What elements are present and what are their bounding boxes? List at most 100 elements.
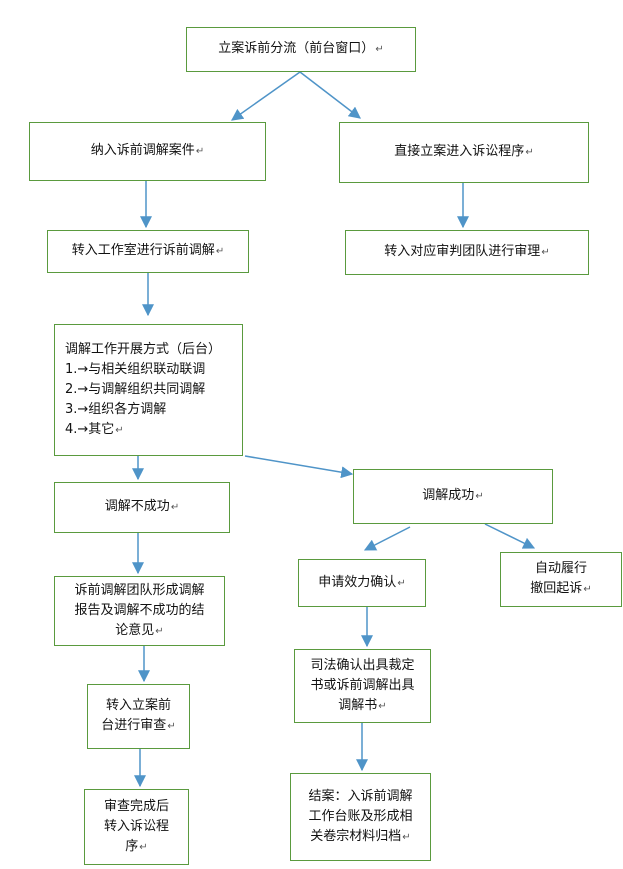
paragraph-mark: ↵ — [155, 625, 164, 637]
node-line-text: 调解成功 — [422, 488, 475, 503]
node-line: 报告及调解不成功的结 — [74, 601, 204, 621]
node-to-trial-team: 转入对应审判团队进行审理↵ — [345, 230, 589, 275]
node-line: 纳入诉前调解案件↵ — [91, 141, 204, 162]
node-line-text: 转入诉讼程 — [103, 818, 169, 834]
node-intake: 立案诉前分流（前台窗口）↵ — [186, 27, 416, 72]
node-line: 立案诉前分流（前台窗口）↵ — [218, 39, 383, 60]
node-line: 工作台账及形成相 — [308, 807, 412, 827]
arrow-intake-to-pre-mediation — [231, 71, 301, 121]
node-text: 自动履行撤回起诉↵ — [530, 559, 591, 600]
node-line-text: 诉前调解团队形成调解 — [74, 582, 205, 598]
paragraph-mark: ↵ — [525, 147, 534, 158]
node-closing: 结案：入诉前调解工作台账及形成相关卷宗材料归档↵ — [290, 773, 431, 861]
paragraph-mark: ↵ — [139, 841, 148, 853]
node-review-done: 审查完成后转入诉讼程序↵ — [84, 789, 189, 865]
node-to-front-review: 转入立案前台进行审查↵ — [87, 684, 190, 749]
node-text: 调解成功↵ — [422, 486, 483, 507]
paragraph-mark: ↵ — [215, 246, 225, 257]
node-failure-report: 诉前调解团队形成调解报告及调解不成功的结论意见↵ — [54, 576, 225, 646]
node-line: 3.→组织各方调解 — [65, 400, 221, 420]
arrow-success-to-auto-perform — [484, 523, 536, 549]
node-line-text: 立案诉前分流（前台窗口） — [218, 41, 375, 56]
node-line: 调解成功↵ — [422, 486, 483, 507]
paragraph-mark: ↵ — [475, 491, 484, 502]
node-line: 转入立案前 — [101, 696, 175, 716]
node-line-text: 台进行审查 — [101, 718, 167, 733]
node-to-studio: 转入工作室进行诉前调解↵ — [47, 230, 249, 273]
node-text: 纳入诉前调解案件↵ — [91, 141, 204, 162]
node-line-text: 结案：入诉前调解 — [308, 788, 413, 804]
node-text: 转入对应审判团队进行审理↵ — [384, 242, 549, 263]
paragraph-mark: ↵ — [397, 577, 406, 589]
node-line-text: 直接立案进入诉讼程序 — [394, 144, 525, 159]
node-line-text: 论意见 — [115, 622, 155, 638]
node-line-text: 申请效力确认 — [318, 574, 397, 590]
node-line: 调解书↵ — [310, 696, 414, 717]
node-line: 司法确认出具裁定 — [310, 656, 414, 676]
node-line: 直接立案进入诉讼程序↵ — [394, 142, 533, 163]
node-line-text: 司法确认出具裁定 — [310, 657, 415, 673]
paragraph-mark: ↵ — [583, 584, 592, 595]
node-auto-perform: 自动履行撤回起诉↵ — [500, 552, 622, 607]
node-pre-mediation: 纳入诉前调解案件↵ — [29, 122, 266, 181]
node-line: 结案：入诉前调解 — [308, 787, 412, 807]
node-line: 关卷宗材料归档↵ — [308, 827, 412, 848]
node-line-text: 自动履行 — [534, 561, 587, 576]
node-text: 直接立案进入诉讼程序↵ — [394, 142, 533, 163]
node-text: 立案诉前分流（前台窗口）↵ — [218, 39, 383, 60]
node-line: 转入工作室进行诉前调解↵ — [72, 241, 224, 262]
paragraph-mark: ↵ — [378, 700, 387, 712]
node-apply-confirm: 申请效力确认↵ — [298, 559, 426, 607]
node-line-text: 转入立案前 — [105, 698, 171, 713]
node-line: 诉前调解团队形成调解 — [74, 581, 204, 601]
paragraph-mark: ↵ — [115, 424, 124, 436]
paragraph-mark: ↵ — [167, 721, 176, 732]
paragraph-mark: ↵ — [170, 502, 180, 513]
node-text: 司法确认出具裁定书或诉前调解出具调解书↵ — [310, 656, 414, 717]
node-line-text: 调解不成功 — [104, 499, 170, 514]
node-line: 转入对应审判团队进行审理↵ — [384, 242, 549, 263]
node-line-text: 3.→组织各方调解 — [65, 401, 167, 417]
node-text: 审查完成后转入诉讼程序↵ — [104, 797, 169, 858]
node-line-text: 关卷宗材料归档 — [310, 828, 402, 844]
node-line: 书或诉前调解出具 — [310, 676, 414, 696]
node-line-text: 审查完成后 — [103, 798, 169, 814]
node-line: 自动履行 — [530, 559, 591, 579]
paragraph-mark: ↵ — [402, 831, 411, 843]
node-line: 1.→与相关组织联动联调 — [65, 360, 221, 380]
node-line-text: 序 — [125, 838, 139, 854]
node-text: 转入工作室进行诉前调解↵ — [72, 241, 224, 262]
node-line-text: 工作台账及形成相 — [308, 808, 413, 824]
node-line: 论意见↵ — [74, 621, 204, 642]
node-line: 审查完成后 — [104, 797, 169, 817]
node-line-text: 书或诉前调解出具 — [310, 677, 415, 693]
node-line-text: 转入对应审判团队进行审理 — [384, 244, 541, 259]
node-line-text: 转入工作室进行诉前调解 — [71, 243, 215, 258]
node-judicial-confirm: 司法确认出具裁定书或诉前调解出具调解书↵ — [294, 649, 431, 723]
node-text: 申请效力确认↵ — [318, 573, 405, 594]
node-line: 调解不成功↵ — [105, 497, 179, 518]
node-line: 4.→其它↵ — [65, 420, 221, 441]
arrow-methods-to-success — [244, 455, 354, 479]
paragraph-mark: ↵ — [375, 44, 384, 55]
arrow-intake-to-direct-filing — [299, 71, 361, 119]
node-line: 申请效力确认↵ — [318, 573, 405, 594]
node-failure: 调解不成功↵ — [54, 482, 230, 533]
node-line-text: 调解书 — [338, 697, 378, 713]
node-text: 结案：入诉前调解工作台账及形成相关卷宗材料归档↵ — [308, 787, 412, 848]
node-line-text: 纳入诉前调解案件 — [90, 143, 195, 158]
node-line: 台进行审查↵ — [101, 716, 175, 737]
node-line: 2.→与调解组织共同调解 — [65, 380, 221, 400]
paragraph-mark: ↵ — [195, 146, 205, 157]
node-direct-filing: 直接立案进入诉讼程序↵ — [339, 122, 589, 183]
node-line-text: 调解工作开展方式（后台） — [65, 341, 222, 357]
node-line-text: 1.→与相关组织联动联调 — [65, 361, 206, 377]
node-success: 调解成功↵ — [353, 469, 553, 524]
node-line: 调解工作开展方式（后台） — [65, 340, 221, 360]
node-line-text: 撤回起诉 — [530, 581, 583, 596]
node-line-text: 报告及调解不成功的结 — [74, 602, 205, 618]
node-text: 诉前调解团队形成调解报告及调解不成功的结论意见↵ — [74, 581, 204, 642]
arrow-success-to-apply-confirm — [363, 526, 411, 551]
